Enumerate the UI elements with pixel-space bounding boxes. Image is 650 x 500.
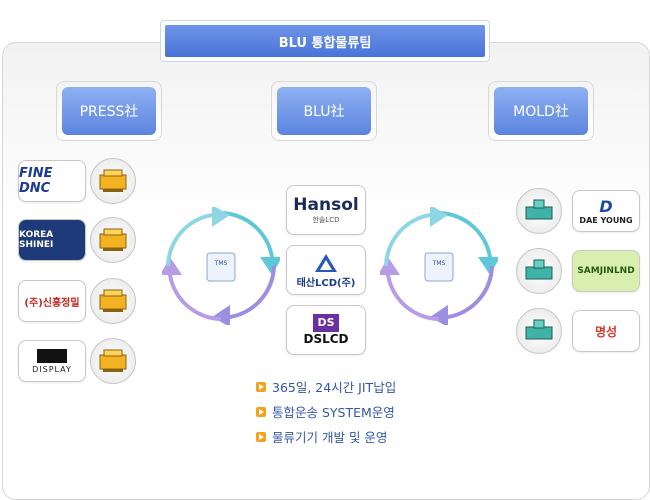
mold-logo-dae-young: D DAE YOUNG — [572, 190, 640, 232]
bullet-text: 365일, 24시간 JIT납입 — [272, 380, 397, 395]
mold-logo-samjin: SAMJINLND — [572, 250, 640, 292]
bullet-text: 물류기기 개발 및 운영 — [272, 430, 388, 445]
press-machine-icon — [90, 338, 136, 384]
feature-list: 365일, 24시간 JIT납입 통합운송 SYSTEM운영 물류기기 개발 및… — [256, 374, 396, 449]
taesan-text: 태산LCD(주) — [296, 277, 356, 289]
right-cycle-diagram: TMS — [378, 205, 500, 327]
shinheung-text: (주)신흥정밀 — [24, 297, 80, 309]
mold-machine-icon — [516, 248, 562, 294]
cycle-arrow-right — [212, 266, 276, 327]
title-box: BLU 통합물류팀 — [160, 20, 490, 62]
press-header-label: PRESS社 — [62, 87, 156, 135]
bullet-arrow-icon — [256, 431, 266, 442]
press-machine-icon — [90, 217, 136, 263]
press-logo-shinheung: (주)신흥정밀 — [18, 280, 86, 322]
blu-header-label: BLU社 — [277, 87, 371, 135]
cycle-arrow-bottom — [378, 257, 439, 321]
hansol-text: Hansol — [293, 195, 359, 215]
list-item: 365일, 24시간 JIT납입 — [256, 374, 396, 399]
tms-label: TMS — [432, 260, 446, 267]
blu-header: BLU社 — [271, 81, 377, 141]
cycle-arrow-top — [439, 211, 500, 275]
bullet-arrow-icon — [256, 381, 266, 392]
mold-logo-myungsung: 명성 — [572, 310, 640, 352]
press-logo-fine-dnc: FINE DNC — [18, 160, 86, 202]
press-header: PRESS社 — [56, 81, 162, 141]
cycle-arrow-left — [166, 205, 230, 266]
press-logo-display: DISPLAY — [18, 340, 86, 382]
mold-header-label: MOLD社 — [494, 87, 588, 135]
press-logo-korea-shinei: KOREA SHINEI — [18, 219, 86, 261]
mold-header: MOLD社 — [488, 81, 594, 141]
blu-logo-dslcd: DS DSLCD — [286, 305, 366, 355]
bullet-arrow-icon — [256, 406, 266, 417]
korea-shinei-text: KOREA SHINEI — [19, 230, 54, 250]
blu-logo-taesan: 태산LCD(주) — [286, 245, 366, 295]
blu-logo-hansol: Hansol 한솔LCD — [286, 185, 366, 235]
mold-machine-icon — [516, 308, 562, 354]
dae-young-text: DAE YOUNG — [579, 216, 633, 225]
inzi-mark-icon — [37, 348, 67, 363]
dae-young-mark-icon: D — [599, 197, 613, 216]
fine-dnc-text: FINE DNC — [19, 166, 53, 196]
tms-icon — [424, 252, 454, 282]
list-item: 통합운송 SYSTEM운영 — [256, 399, 396, 424]
list-item: 물류기기 개발 및 운영 — [256, 424, 396, 449]
cycle-arrow-bottom — [160, 257, 221, 321]
bullet-text: 통합운송 SYSTEM운영 — [272, 405, 395, 420]
dslcd-text: DSLCD — [303, 332, 349, 346]
cycle-arrow-right — [430, 266, 494, 327]
page-title: BLU 통합물류팀 — [165, 25, 485, 57]
tms-icon — [206, 252, 236, 282]
cycle-arrow-left — [384, 205, 448, 266]
hansol-sub: 한솔LCD — [312, 216, 340, 224]
display-text: DISPLAY — [32, 364, 72, 374]
cycle-arrow-top — [221, 211, 282, 275]
dslcd-mark-icon: DS — [313, 314, 339, 332]
samjin-text: SAMJINLND — [577, 266, 635, 276]
mold-machine-icon — [516, 188, 562, 234]
press-machine-icon — [90, 278, 136, 324]
tms-label: TMS — [214, 260, 228, 267]
press-machine-icon — [90, 158, 136, 204]
myungsung-text: 명성 — [594, 324, 618, 339]
left-cycle-diagram: TMS — [160, 205, 282, 327]
taesan-mark-icon — [315, 253, 337, 272]
